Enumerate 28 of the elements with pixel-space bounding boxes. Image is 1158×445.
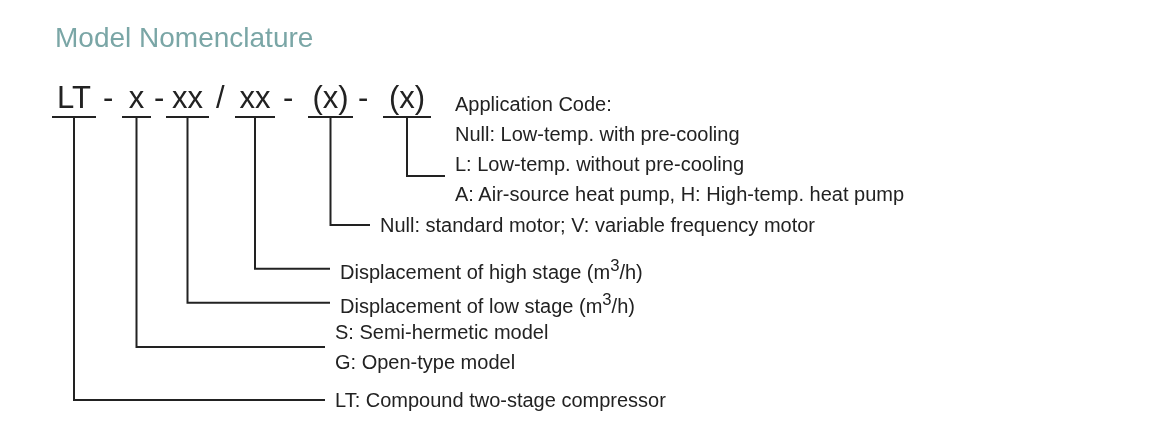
description-text: A: Air-source heat pump, H: High-temp. heat pump [455,182,905,207]
separator-text: - [283,79,294,117]
code-segment: xx [166,78,209,118]
separator-text: / [216,79,225,117]
description-text: S: Semi-hermetic model [335,320,549,345]
leader-line [186,117,331,304]
code-segment: (x) [308,78,353,118]
leader-line [406,117,446,177]
leader-line [329,117,371,226]
separator-text: - [103,79,114,117]
description-text: Displacement of high stage (m$^{3}$/h) [330,251,643,287]
separator-text: - [358,79,369,117]
code-segment: (x) [383,78,431,118]
code-heading: Application Code: [455,92,613,117]
description-text: Null: standard motor; V: variable frequency motor [370,210,815,240]
diagram-title: Model Nomenclature [55,22,314,54]
code-segment: LT [52,78,96,118]
leader-line [135,117,326,348]
description-text: Null: Low-temp. with pre-cooling [455,122,741,147]
description-text: G: Open-type model [335,350,517,375]
code-segment: xx [235,78,275,118]
description-text: Displacement of low stage (m$^{3}$/h) [330,285,635,321]
code-segment: x [122,78,151,118]
description-text: L: Low-temp. without pre-cooling [455,152,746,177]
separator-text: - [154,79,165,117]
description-text: LT: Compound two-stage compressor [325,385,666,415]
leader-line [73,117,326,401]
leader-line [254,117,331,270]
